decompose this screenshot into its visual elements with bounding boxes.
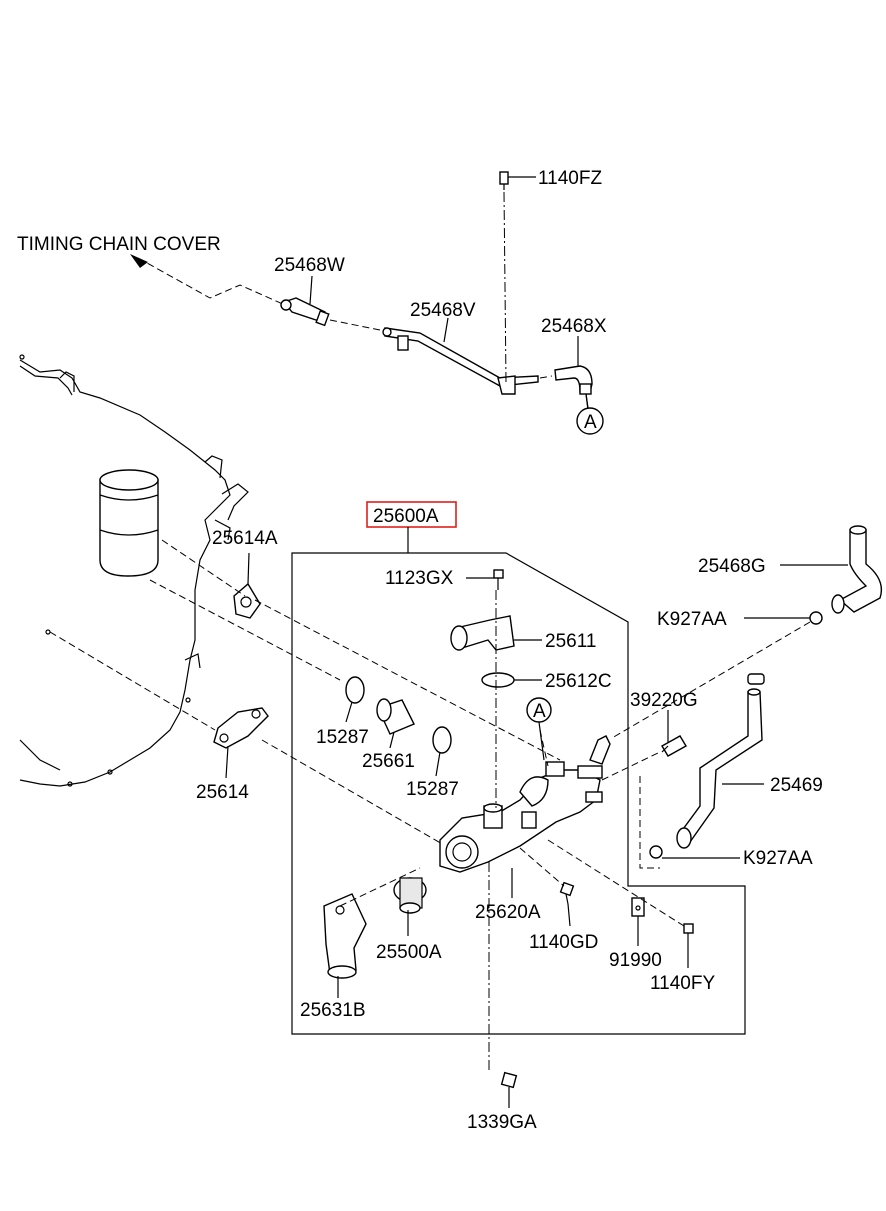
label-91990: 91990 [609,950,662,971]
oring-15287-left-icon [345,676,365,704]
label-15287-left: 15287 [316,727,369,748]
label-25661: 25661 [362,751,415,772]
label-25469: 25469 [770,775,823,796]
label-25500A: 25500A [376,942,442,963]
label-K927AA-top: K927AA [657,609,727,630]
sensor-39220G-icon [601,735,687,781]
fitting-25611-icon [450,615,515,651]
oil-filter-icon [99,469,159,577]
clamp-K927AA-top-icon [611,611,823,739]
label-25620A: 25620A [475,902,541,923]
label-15287-right: 15287 [406,779,459,800]
label-1140GD: 1140GD [529,932,598,953]
housing-25620A-icon [439,761,603,873]
label-39220G: 39220G [630,690,698,711]
hose-25468X-icon [539,365,593,411]
clamp-K927AA-bottom-icon [639,776,663,869]
bolt-1123GX-icon [493,569,504,590]
label-callout-a-top: A [584,412,597,433]
label-callout-a-mid: A [533,701,546,722]
timing-chain-arrow [130,254,286,306]
hose-25468W-icon [280,297,330,327]
engine-block-outline [19,354,249,787]
bolt-1140GD-icon [559,881,575,905]
bolt-1140FY-icon [683,923,694,940]
thermostat-25500A-icon [393,877,427,914]
label-25611: 25611 [545,631,596,652]
kit-25600A-highlight [366,501,457,528]
label-25612C: 25612C [545,671,612,692]
callout-a-top-circle [576,407,604,435]
bolt-1339GA-icon [500,1071,518,1089]
pipe-25468V-icon [329,319,539,395]
label-25631B: 25631B [300,1000,366,1021]
label-25468W: 25468W [274,255,345,276]
oring-25612C-icon [481,672,515,688]
label-K927AA-bottom: K927AA [743,848,813,869]
label-25614: 25614 [196,782,249,803]
label-1339GA: 1339GA [467,1112,537,1133]
pipe-25661-icon [376,698,415,735]
label-25614A: 25614A [212,528,278,549]
label-timing-chain-cover: TIMING CHAIN COVER [17,234,221,255]
label-25600A: 25600A [373,506,439,527]
assembly-boundary [291,552,746,1035]
hose-25468G-icon [831,525,883,614]
outlet-25631B-icon [323,893,367,979]
label-25468V: 25468V [410,300,476,321]
label-25468X: 25468X [541,316,607,337]
label-1140FY: 1140FY [650,973,715,994]
flange-25614-icon [213,707,269,749]
label-1140FZ: 1140FZ [538,168,602,189]
label-25468G: 25468G [698,556,766,577]
bracket-91990-icon [631,897,645,917]
bolt-1140FZ-icon [499,171,509,383]
hose-25469-icon [676,673,765,849]
label-1123GX: 1123GX [385,568,454,589]
oring-15287-right-icon [432,726,452,754]
